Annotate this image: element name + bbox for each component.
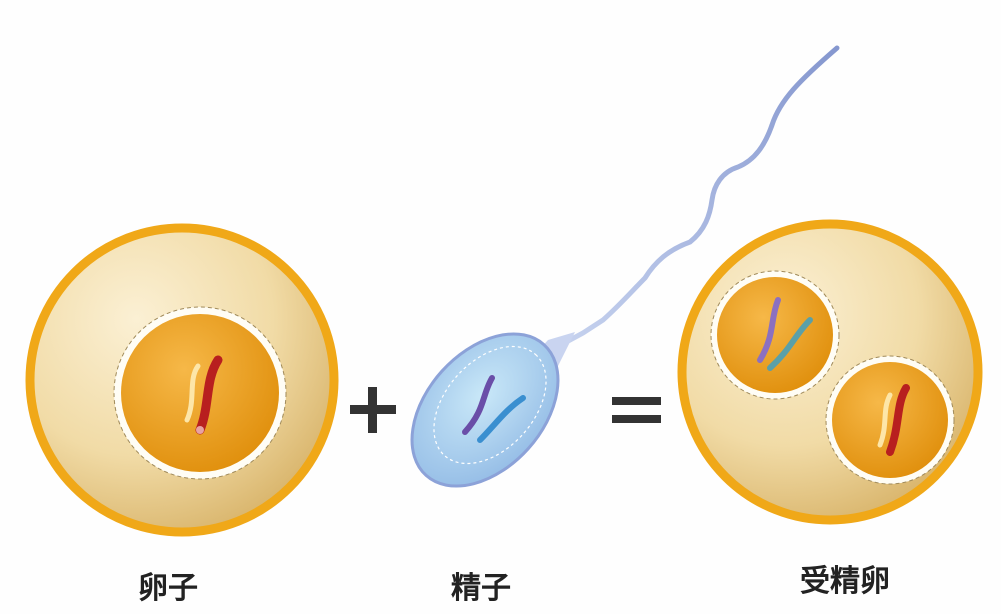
sperm-tail — [554, 45, 840, 350]
light-chromosome — [184, 363, 201, 423]
egg-nucleus — [121, 314, 279, 472]
egg-cell — [25, 223, 339, 537]
egg-label: 卵子 — [138, 571, 198, 606]
blue-chromosome — [477, 395, 526, 443]
sperm-cell — [410, 45, 840, 488]
plus-icon — [350, 387, 396, 433]
purple-chromosome — [462, 375, 495, 435]
paternal-pronucleus — [717, 277, 833, 393]
zygote-label: 受精卵 — [800, 564, 890, 599]
sperm-head — [410, 332, 560, 488]
maternal-pronucleus — [832, 362, 948, 478]
zygote-cell — [677, 219, 983, 525]
sperm-label: 精子 — [451, 571, 511, 606]
red-chromosome — [195, 355, 223, 435]
equals-icon — [612, 397, 661, 423]
